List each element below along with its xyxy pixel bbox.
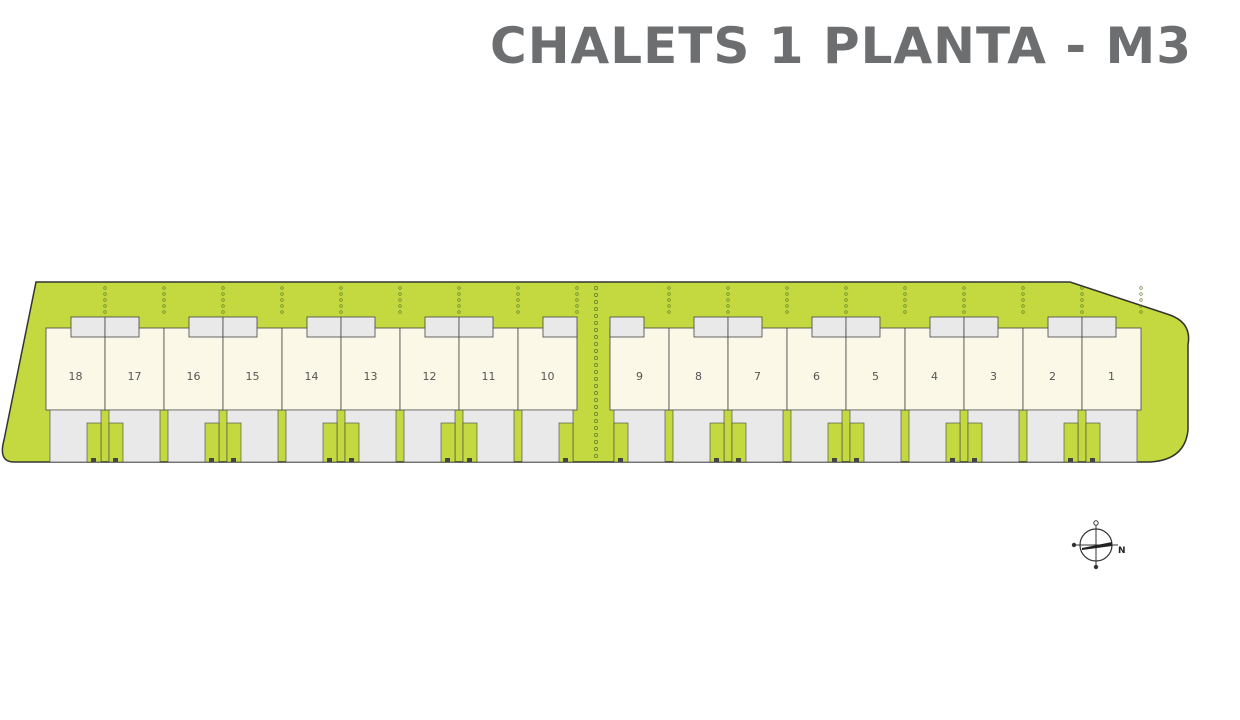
lot: 18 xyxy=(45,286,107,463)
lot-number-label: 16 xyxy=(187,370,201,383)
lot-number-label: 12 xyxy=(423,370,437,383)
hedge-dot xyxy=(594,426,598,430)
lot: 14 xyxy=(281,286,343,463)
compass-icon: N xyxy=(1071,520,1126,570)
hedge-dot xyxy=(594,342,598,346)
hedge-dot xyxy=(594,447,598,451)
hedge-dot xyxy=(594,405,598,409)
hedge-dot xyxy=(594,419,598,423)
hedge-dot xyxy=(594,440,598,444)
hedge-dot xyxy=(594,286,598,290)
hedge-dot xyxy=(594,412,598,416)
compass-north-label: N xyxy=(1118,546,1126,556)
hedge-dot xyxy=(594,377,598,381)
lot: 15 xyxy=(222,286,284,463)
lots-row: 18 17 16 15 14 13 12 11 10 9 8 7 6 5 4 3 2 1 xyxy=(45,286,1143,463)
hedge-dot xyxy=(594,398,598,402)
lot: 8 xyxy=(668,286,730,463)
lot: 3 xyxy=(963,286,1025,463)
lot-number-label: 15 xyxy=(246,370,260,383)
lot-number-label: 4 xyxy=(931,370,938,383)
hedge-dot xyxy=(594,433,598,437)
hedge-dot xyxy=(594,293,598,297)
hedge-dot xyxy=(594,307,598,311)
lot: 16 xyxy=(163,286,225,463)
lot-number-label: 10 xyxy=(541,370,555,383)
lot: 1 xyxy=(1081,286,1143,463)
lot: 10 xyxy=(517,286,579,463)
hedge-dot xyxy=(594,300,598,304)
hedge-dot xyxy=(594,454,598,458)
lot: 4 xyxy=(904,286,966,463)
lot: 7 xyxy=(727,286,789,463)
lot: 9 xyxy=(609,286,671,463)
hedge-dot xyxy=(594,349,598,353)
lot-number-label: 17 xyxy=(128,370,142,383)
lot-number-label: 11 xyxy=(482,370,496,383)
hedge-dot xyxy=(594,356,598,360)
lot: 13 xyxy=(340,286,402,463)
lot-number-label: 9 xyxy=(636,370,643,383)
hedge-dot xyxy=(594,363,598,367)
hedge-dot xyxy=(594,314,598,318)
hedge-dot xyxy=(594,391,598,395)
lot: 12 xyxy=(399,286,461,463)
lot-number-label: 13 xyxy=(364,370,378,383)
lot-number-label: 8 xyxy=(695,370,702,383)
lot: 17 xyxy=(104,286,166,463)
hedge-dot xyxy=(594,321,598,325)
lot-number-label: 18 xyxy=(69,370,83,383)
plan-title: CHALETS 1 PLANTA - M3 xyxy=(490,17,1193,75)
hedge-dot xyxy=(594,384,598,388)
lot-number-label: 1 xyxy=(1108,370,1115,383)
lot-number-label: 7 xyxy=(754,370,761,383)
hedge-dot xyxy=(594,370,598,374)
lot-number-label: 3 xyxy=(990,370,997,383)
lot-number-label: 2 xyxy=(1049,370,1056,383)
lot: 2 xyxy=(1022,286,1084,463)
hedge-dot xyxy=(594,335,598,339)
lot: 6 xyxy=(786,286,848,463)
lot-number-label: 14 xyxy=(305,370,319,383)
lot-number-label: 5 xyxy=(872,370,879,383)
lot: 5 xyxy=(845,286,907,463)
hedge-dot xyxy=(594,328,598,332)
lot: 11 xyxy=(458,286,520,463)
lot-number-label: 6 xyxy=(813,370,820,383)
